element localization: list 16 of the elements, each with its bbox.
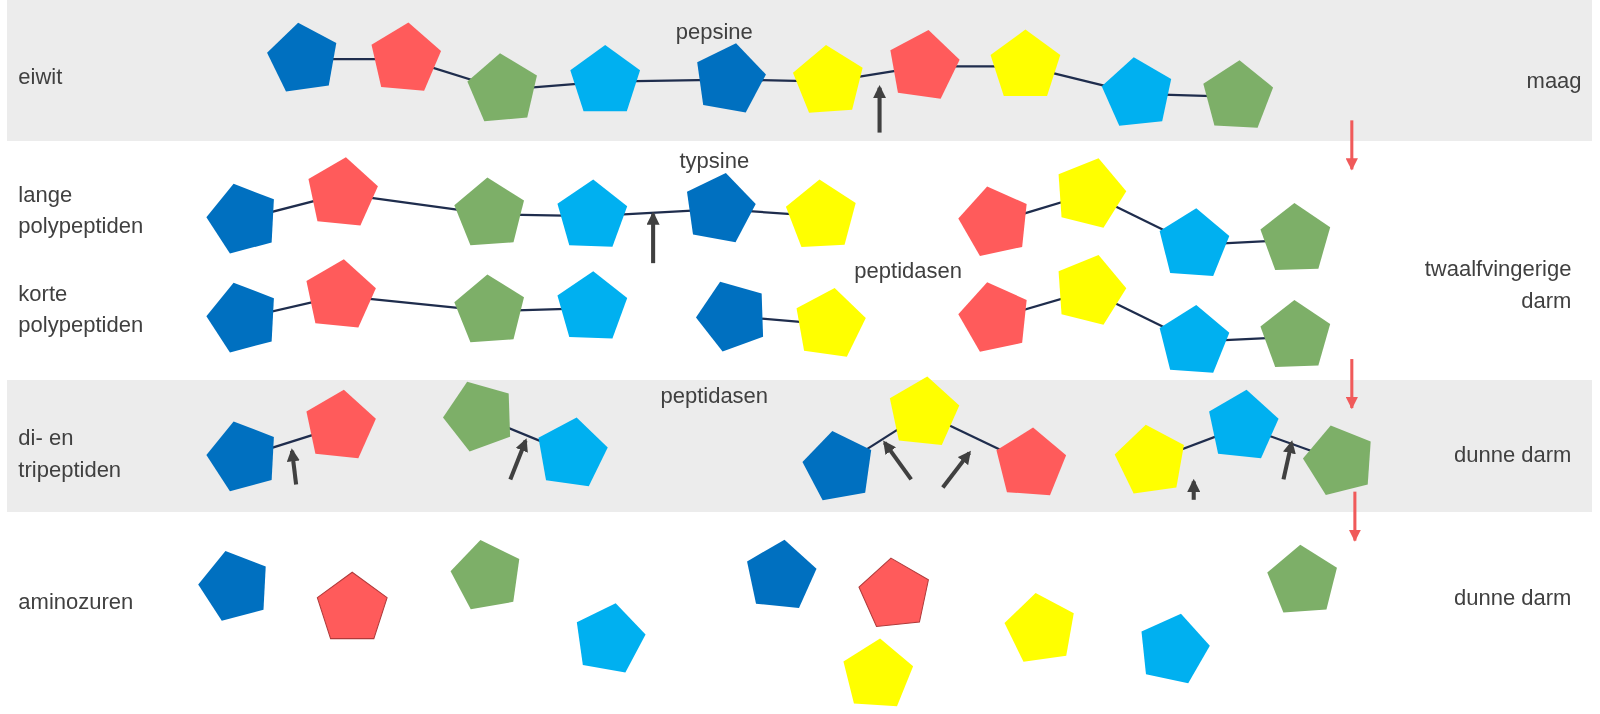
stage-label: aminozuren [18, 587, 135, 616]
organ-label: dunne darm [1453, 440, 1572, 469]
stage-label: korte polypeptiden [18, 279, 145, 340]
organ-label: twaalfvingerige darm [1423, 255, 1572, 315]
organ-label: dunne darm [1453, 583, 1572, 612]
enzyme-label: typsine [678, 146, 751, 175]
stage-label: eiwit [18, 63, 64, 92]
enzyme-label: peptidasen [853, 257, 963, 286]
arrow [1345, 359, 1358, 410]
organ-label: maag [1525, 67, 1582, 96]
stage-label: lange polypeptiden [18, 180, 145, 241]
enzyme-label: peptidasen [659, 381, 770, 410]
stage-label: di- en tripeptiden [18, 424, 123, 485]
enzyme-label: pepsine [674, 18, 754, 47]
arrow [1348, 491, 1361, 542]
arrow [1345, 120, 1358, 171]
